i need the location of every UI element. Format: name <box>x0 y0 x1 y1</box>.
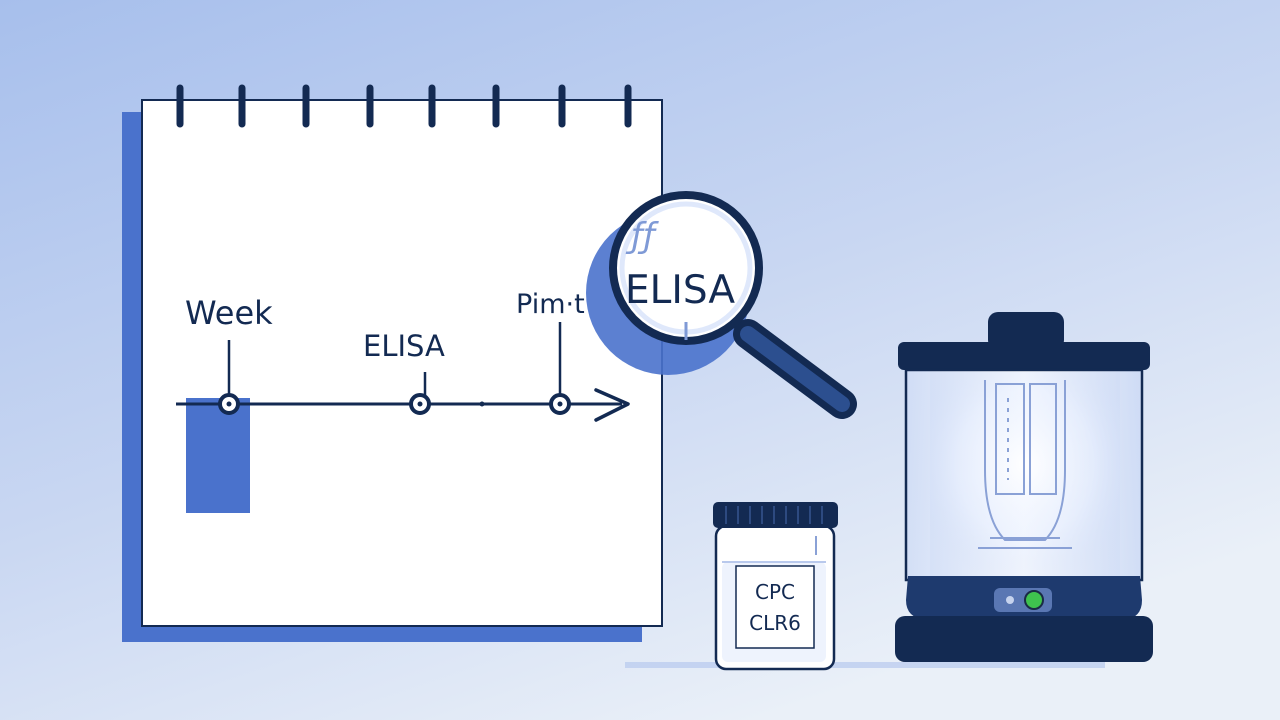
timeline: Week ELISA Pim·t <box>176 289 630 422</box>
magnifier-lens <box>609 191 763 345</box>
timeline-arrow-head <box>594 388 630 422</box>
control-indicator-dot <box>1006 596 1014 604</box>
marker-start-core <box>226 401 232 407</box>
power-indicator-light <box>1024 590 1044 610</box>
jar-label-line1: CPC <box>755 580 795 604</box>
magnifier-handle-inner <box>740 326 850 412</box>
notepad-page <box>141 99 663 627</box>
week-highlight-block <box>186 398 250 513</box>
device-foot <box>895 616 1153 662</box>
marker-middle-core <box>417 401 423 407</box>
timeline-label-elisa: ELISA <box>363 329 445 363</box>
device-top-cap <box>898 342 1150 370</box>
marker-end-core <box>557 401 563 407</box>
notepad: Week ELISA Pim·t <box>122 84 663 642</box>
jar-label-line2: CLR6 <box>749 611 801 635</box>
spiral-binding <box>176 84 632 128</box>
lens-text-elisa: ELISA <box>625 268 735 313</box>
lid-ridges <box>725 506 823 524</box>
timeline-label-end: Pim·t <box>516 289 585 320</box>
magnifying-glass-icon: ƒƒ ELISA <box>586 191 857 419</box>
jar-label <box>735 565 815 649</box>
device-inner-apparatus <box>978 380 1072 549</box>
sample-jar: CPC CLR6 <box>713 502 838 671</box>
device-top-knob <box>988 312 1064 350</box>
timeline-dot <box>479 401 485 407</box>
jar-lid <box>713 502 838 528</box>
lab-device <box>895 312 1153 662</box>
ground-shadow <box>625 662 1105 668</box>
timeline-label-week: Week <box>185 294 273 332</box>
lens-faint-glyph: ƒƒ <box>625 216 659 256</box>
